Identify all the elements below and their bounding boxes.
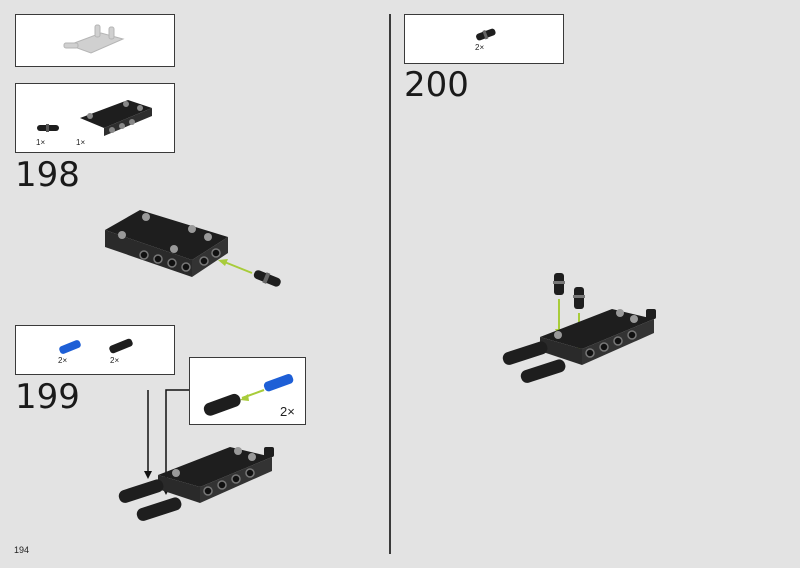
previous-assembly-preview (63, 24, 125, 54)
step-199-assembly (118, 389, 274, 521)
part-qty: 2× (475, 43, 485, 52)
part-qty: 1× (76, 138, 86, 147)
step-198-assembly (105, 210, 281, 287)
black-liftarm-plate-icon (80, 100, 152, 136)
blue-axle-pin-icon (59, 340, 81, 354)
step-number: 199 (15, 377, 80, 417)
insert-arrow (221, 260, 253, 274)
short-axle-connector-icon (37, 124, 59, 132)
callout-subassembly (203, 374, 294, 416)
black-axle-connector-icon (109, 338, 133, 354)
page-divider (389, 14, 391, 554)
step-number: 200 (404, 65, 469, 105)
preview-box (15, 14, 175, 67)
step-200-parts-box: 2× (404, 14, 564, 64)
part-qty: 2× (58, 356, 68, 365)
step-198-parts-box: 1× 1× (15, 83, 175, 153)
part-qty: 1× (36, 138, 46, 147)
step-199-parts-box: 2× 2× (15, 325, 175, 375)
step-number: 198 (15, 155, 80, 195)
step-199-callout: 2× (189, 357, 306, 425)
step-200-assembly (502, 273, 656, 383)
part-qty: 2× (110, 356, 120, 365)
callout-qty: 2× (280, 404, 295, 419)
page-number: 194 (14, 545, 30, 555)
pin-connector-icon (476, 28, 496, 41)
